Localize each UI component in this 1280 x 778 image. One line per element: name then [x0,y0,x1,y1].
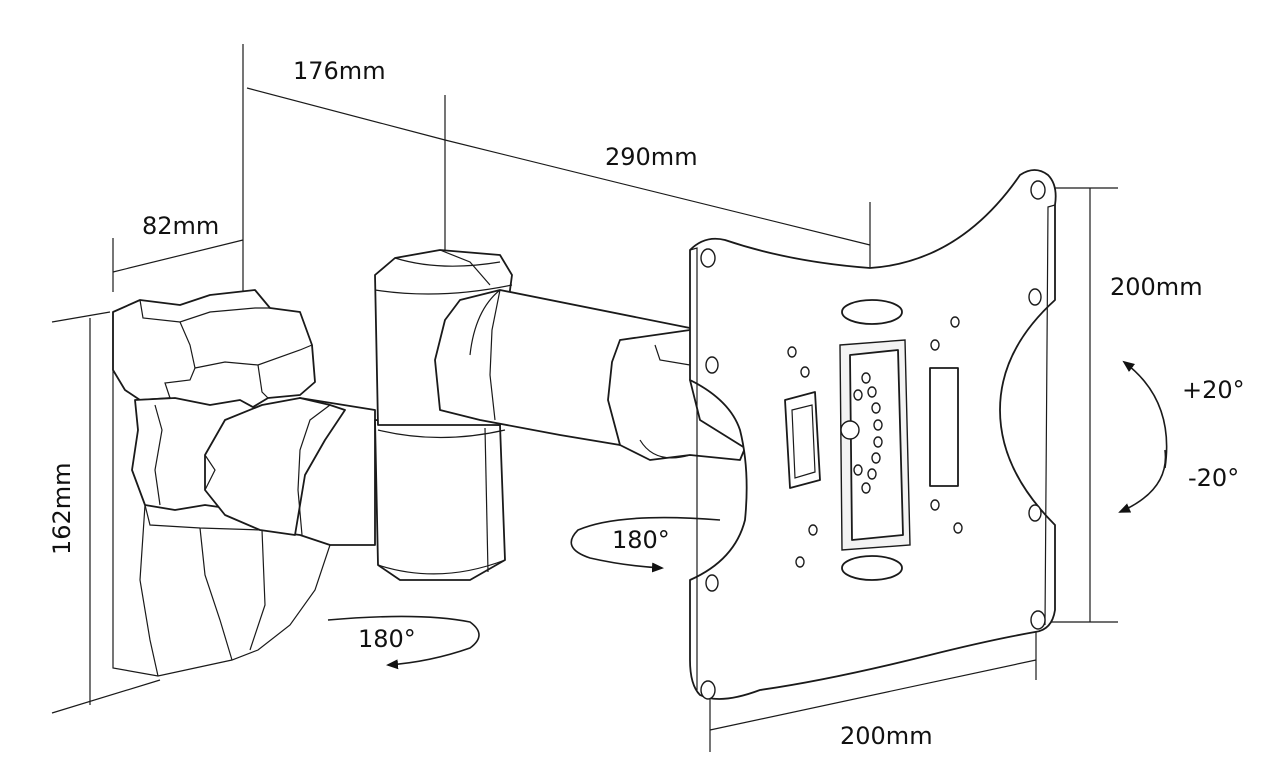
labels: 176mm 290mm 82mm 200mm +20° -20° 180° 18… [48,57,1245,750]
wall-swivel-arrow-1 [327,615,480,670]
arm-depth-label: 82mm [142,212,219,240]
first-arm [204,397,376,546]
tilt-up-label: +20° [1182,376,1245,404]
vesa-horizontal-label: 200mm [840,722,933,750]
wall-plate-height-label: 162mm [48,462,76,555]
vesa-vertical-label: 200mm [1110,273,1203,301]
tilt-up-arrow [1122,360,1168,469]
first-arm-length-label: 176mm [293,57,386,85]
lower-pivot [374,419,506,581]
second-arm [434,289,746,461]
wall-swivel-label: 180° [358,625,416,653]
tilt-down-arrow [1118,449,1167,513]
arm-swivel-label: 180° [612,526,670,554]
vesa-plate [689,169,1057,700]
arm-swivel-arrow-1 [570,516,721,573]
tilt-down-label: -20° [1188,464,1239,492]
rotation-arrows [327,360,1168,670]
second-arm-length-label: 290mm [605,143,698,171]
